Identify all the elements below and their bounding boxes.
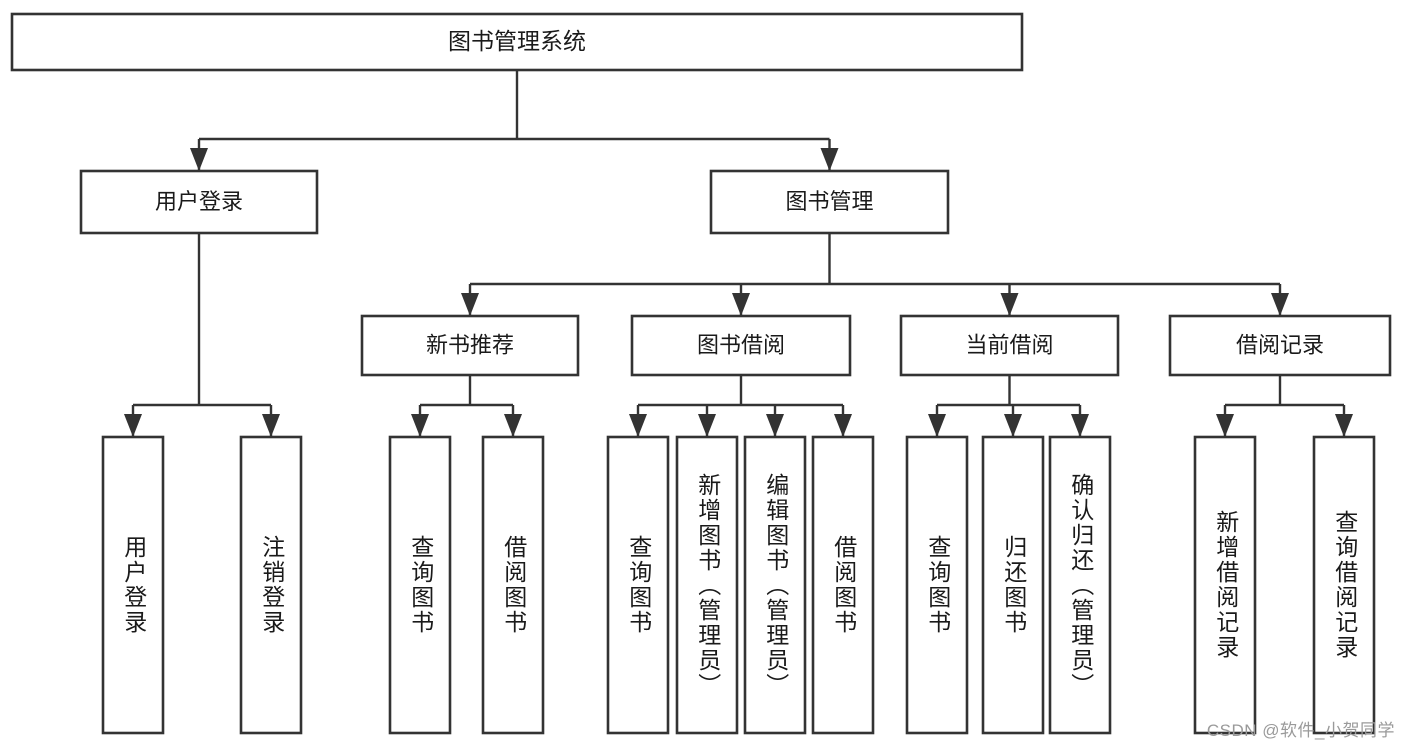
node-box[interactable] <box>1168 314 1392 377</box>
node-box[interactable] <box>630 314 852 377</box>
arrow-head-icon <box>928 414 946 437</box>
node-box[interactable] <box>1193 435 1257 735</box>
node-leaf_10[interactable] <box>1048 435 1112 735</box>
node-box[interactable] <box>481 435 545 735</box>
node-box[interactable] <box>101 435 165 735</box>
arrow-head-icon <box>820 148 839 171</box>
node-leaf_8[interactable] <box>905 435 969 735</box>
arrow-head-icon <box>1000 293 1019 316</box>
node-box[interactable] <box>709 169 950 235</box>
node-box[interactable] <box>905 435 969 735</box>
arrow-head-icon <box>1071 414 1089 437</box>
node-label: 新书推荐 <box>426 332 514 357</box>
node-box[interactable] <box>10 12 1024 72</box>
arrow-head-icon <box>629 414 647 437</box>
node-l2_2[interactable]: 当前借阅 <box>899 314 1120 377</box>
node-leaf_1[interactable] <box>239 435 303 735</box>
node-leaf_5[interactable] <box>675 435 739 735</box>
connector-layer <box>124 70 1353 437</box>
node-box[interactable] <box>239 435 303 735</box>
node-label: 图书借阅 <box>697 332 785 357</box>
node-box[interactable] <box>79 169 319 235</box>
arrow-head-icon <box>461 293 479 316</box>
node-label: 当前借阅 <box>965 332 1053 357</box>
arrow-head-icon <box>732 293 750 316</box>
node-box[interactable] <box>1312 435 1376 735</box>
arrow-head-icon <box>698 414 716 437</box>
node-l2_3[interactable]: 借阅记录 <box>1168 314 1392 377</box>
node-l1_1[interactable]: 图书管理 <box>709 169 950 235</box>
node-box[interactable] <box>743 435 807 735</box>
node-leaf_0[interactable] <box>101 435 165 735</box>
node-box[interactable] <box>675 435 739 735</box>
node-box[interactable] <box>388 435 452 735</box>
node-label: 用户登录 <box>155 189 243 214</box>
node-leaf_9[interactable] <box>981 435 1045 735</box>
node-l2_0[interactable]: 新书推荐 <box>360 314 580 377</box>
node-box[interactable] <box>606 435 670 735</box>
arrow-head-icon <box>1271 293 1289 316</box>
arrow-head-icon <box>766 414 784 437</box>
node-l2_1[interactable]: 图书借阅 <box>630 314 852 377</box>
node-leaf_6[interactable] <box>743 435 807 735</box>
node-box[interactable] <box>899 314 1120 377</box>
node-leaf_7[interactable] <box>811 435 875 735</box>
node-box[interactable] <box>360 314 580 377</box>
arrow-head-icon <box>1335 414 1353 437</box>
arrow-head-icon <box>124 414 142 437</box>
arrow-head-icon <box>411 414 429 437</box>
node-leaf_2[interactable] <box>388 435 452 735</box>
node-leaf_4[interactable] <box>606 435 670 735</box>
arrow-head-icon <box>1216 414 1234 437</box>
arrow-head-icon <box>1004 414 1022 437</box>
node-label: 借阅记录 <box>1236 332 1324 357</box>
arrow-head-icon <box>504 414 522 437</box>
node-label: 图书管理 <box>785 189 873 214</box>
node-box[interactable] <box>1048 435 1112 735</box>
node-leaf_11[interactable] <box>1193 435 1257 735</box>
arrow-head-icon <box>190 148 208 171</box>
node-leaf_12[interactable] <box>1312 435 1376 735</box>
node-l1_0[interactable]: 用户登录 <box>79 169 319 235</box>
node-label: 图书管理系统 <box>448 28 586 54</box>
node-box[interactable] <box>811 435 875 735</box>
arrow-head-icon <box>834 414 852 437</box>
arrow-head-icon <box>262 414 280 437</box>
node-root[interactable]: 图书管理系统 <box>10 12 1024 72</box>
node-box[interactable] <box>981 435 1045 735</box>
node-leaf_3[interactable] <box>481 435 545 735</box>
watermark: CSDN @软件_小贺同学 <box>1206 721 1395 740</box>
